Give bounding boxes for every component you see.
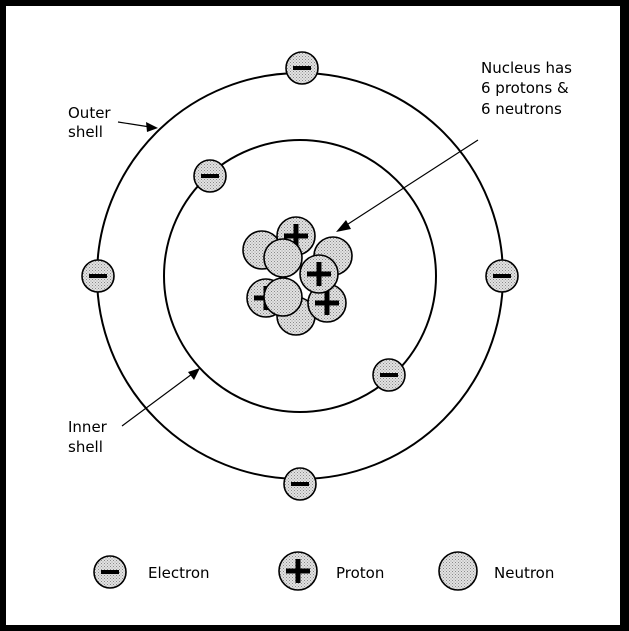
outer-electron-top [286, 52, 318, 84]
legend-proton-icon [279, 552, 317, 590]
legend-proton-label: Proton [336, 564, 384, 582]
nucleus-arrow [336, 140, 478, 232]
outer-shell-label: Outer shell [68, 104, 115, 141]
inner-shell-arrow [122, 368, 200, 426]
outer-electron-right [486, 260, 518, 292]
inner-electron-lower [373, 359, 405, 391]
inner-shell-label: Inner shell [68, 418, 112, 456]
legend-electron-icon [94, 556, 126, 588]
legend-neutron-icon [439, 552, 477, 590]
nucleus-label: Nucleus has 6 protons & 6 neutrons [481, 59, 577, 118]
outer-shell-arrow [118, 122, 158, 132]
outer-electron-left [82, 260, 114, 292]
outer-electron-bottom [284, 468, 316, 500]
legend-neutron-label: Neutron [494, 564, 554, 582]
inner-electron-upper [194, 160, 226, 192]
legend-electron-label: Electron [148, 564, 210, 582]
nucleus [243, 217, 352, 335]
legend: Electron Proton Neutron [94, 552, 554, 590]
